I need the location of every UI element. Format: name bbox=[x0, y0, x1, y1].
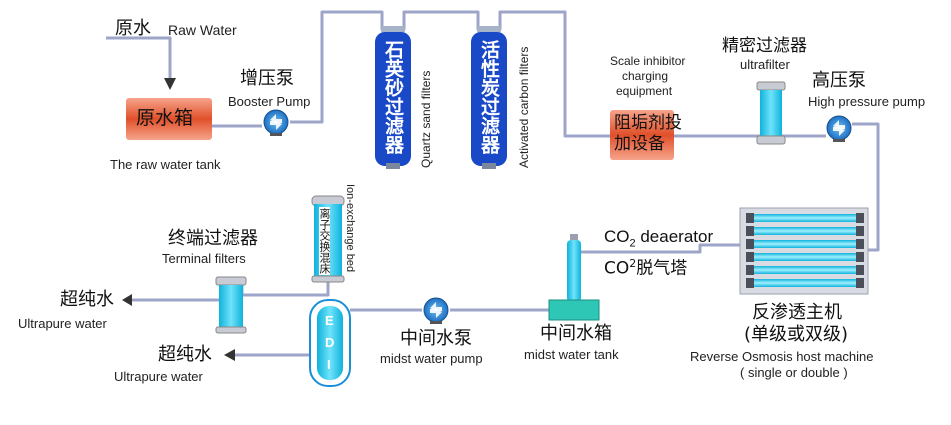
pipe-hp-ro bbox=[852, 122, 880, 252]
ro-machine bbox=[739, 207, 869, 295]
raw-tank-cn-label: 原水箱 bbox=[136, 107, 194, 129]
ro-tube-endcap bbox=[856, 265, 864, 275]
raw-water-tank bbox=[126, 98, 212, 140]
scale-inhibitor-cn-line2: 加设备 bbox=[614, 134, 665, 154]
ion-exchange-cn-label: 离子交换混床 bbox=[318, 207, 331, 275]
scale-inhibitor-en-line3: equipment bbox=[616, 84, 673, 98]
midst-pump-en-label: midst water pump bbox=[380, 351, 483, 366]
ultrafilter-cn-label: 精密过滤器 bbox=[722, 36, 807, 56]
ro-cn-line2: (单级或双级) bbox=[744, 324, 849, 345]
terminal-filter-vessel bbox=[215, 276, 247, 334]
ultrafilter-en-label: ultrafilter bbox=[740, 57, 790, 72]
ro-tube-endcap bbox=[856, 252, 864, 262]
carbon-filter-vessel bbox=[471, 26, 507, 169]
ultrapure-2-cn-label: 超纯水 bbox=[158, 344, 212, 365]
terminal-filter-cn-label: 终端过滤器 bbox=[168, 228, 258, 249]
ro-membrane-tube bbox=[752, 253, 858, 261]
midst-tank-cn-label: 中间水箱 bbox=[540, 323, 612, 344]
ro-tube-endcap bbox=[746, 252, 754, 262]
co2-deaerator-tower bbox=[567, 234, 581, 302]
ultrapure-1-en-label: Ultrapure water bbox=[18, 316, 107, 331]
ro-tube-endcap bbox=[856, 226, 864, 236]
ro-en-line2: ( single or double ) bbox=[740, 365, 848, 380]
midst-pump-cn-label: 中间水泵 bbox=[400, 328, 472, 349]
ro-tube-endcap bbox=[856, 278, 864, 288]
midst-tank-en-label: midst water tank bbox=[524, 347, 619, 362]
terminal-filter-en-label: Terminal filters bbox=[162, 251, 246, 266]
pipe-quartz-carbon bbox=[402, 10, 480, 30]
midst-water-tank bbox=[548, 299, 600, 321]
raw-water-cn-label: 原水 bbox=[115, 18, 151, 39]
edi-letter-d: D bbox=[325, 335, 335, 350]
pipe-pump-quartz bbox=[290, 10, 384, 124]
pipe-carbon-scale bbox=[498, 10, 610, 138]
ro-membrane-tube bbox=[752, 214, 858, 222]
arrow-into-tank bbox=[164, 78, 176, 90]
pipes bbox=[106, 10, 880, 357]
ion-exchange-en-label: Ion-exchange bed bbox=[344, 184, 356, 272]
ro-tube-endcap bbox=[746, 265, 754, 275]
ro-membrane-tube bbox=[752, 279, 858, 287]
high-pressure-pump-cn-label: 高压泵 bbox=[812, 70, 866, 91]
pipe-raw-in bbox=[106, 36, 172, 82]
raw-water-en-label: Raw Water bbox=[168, 22, 237, 38]
booster-pump-icon bbox=[263, 109, 289, 137]
quartz-filter-vessel bbox=[375, 26, 411, 169]
ultrafilter-vessel bbox=[756, 81, 786, 145]
ro-membrane-tube bbox=[752, 266, 858, 274]
carbon-filter-cn-label: 活性炭过滤器 bbox=[478, 40, 500, 154]
high-pressure-pump-en-label: High pressure pump bbox=[808, 94, 926, 109]
scale-inhibitor-equipment bbox=[610, 110, 674, 160]
booster-pump-en-label: Booster Pump bbox=[228, 94, 311, 109]
scale-inhibitor-cn-line1: 阻垢剂投 bbox=[614, 113, 682, 133]
ultrapure-1-cn-label: 超纯水 bbox=[60, 289, 114, 310]
co2-deaerator-en-label: CO2 deaerator bbox=[604, 227, 714, 250]
quartz-filter-en-label: Quartz sand filters bbox=[419, 71, 433, 168]
ro-tube-endcap bbox=[856, 239, 864, 249]
ro-membrane-tube bbox=[752, 240, 858, 248]
edi-letter-e: E bbox=[325, 313, 334, 328]
ro-tube-endcap bbox=[746, 278, 754, 288]
ro-membrane-tube bbox=[752, 227, 858, 235]
ultrapure-2-en-label: Ultrapure water bbox=[114, 369, 203, 384]
ro-tube-endcap bbox=[856, 213, 864, 223]
carbon-filter-en-label: Activated carbon filters bbox=[517, 47, 531, 168]
raw-tank-en-label: The raw water tank bbox=[110, 157, 221, 172]
ro-cn-line1: 反渗透主机 bbox=[752, 302, 842, 323]
high-pressure-pump-icon bbox=[826, 115, 852, 143]
co2-deaerator-cn-label: CO2脱气塔 bbox=[604, 257, 688, 279]
edi-letter-i: I bbox=[327, 357, 331, 372]
scale-inhibitor-en-line1: Scale inhibitor bbox=[610, 54, 686, 68]
quartz-filter-cn-label: 石英砂过滤器 bbox=[382, 40, 404, 154]
ro-tube-endcap bbox=[746, 226, 754, 236]
booster-pump-cn-label: 增压泵 bbox=[240, 68, 294, 89]
ro-tube-endcap bbox=[746, 239, 754, 249]
arrow-ultrapure-1 bbox=[122, 294, 132, 306]
arrow-ultrapure-2 bbox=[224, 349, 235, 361]
scale-inhibitor-en-line2: charging bbox=[622, 69, 669, 83]
ro-tube-endcap bbox=[746, 213, 754, 223]
ro-en-line1: Reverse Osmosis host machine bbox=[690, 349, 874, 364]
edi-unit bbox=[309, 299, 351, 387]
midst-water-pump-icon bbox=[423, 297, 449, 325]
